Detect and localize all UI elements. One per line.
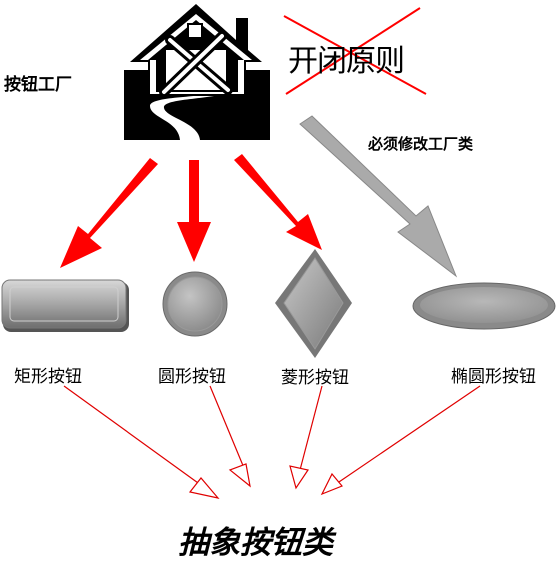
gray-arrow bbox=[299, 115, 458, 278]
red-arrows bbox=[60, 154, 322, 268]
cross-out-icon bbox=[283, 7, 427, 95]
diamond-button-shape bbox=[275, 249, 352, 358]
arrow-to-diamond bbox=[234, 154, 322, 250]
abstract-button-class-label: 抽象按钮类 bbox=[178, 525, 333, 561]
ellipse-button-shape bbox=[412, 282, 556, 330]
must-modify-factory-label: 必须修改工厂类 bbox=[368, 135, 474, 153]
inheritance-arrows bbox=[63, 385, 481, 499]
diamond-button-label: 菱形按钮 bbox=[281, 368, 349, 388]
ellipse-button-label: 椭圆形按钮 bbox=[451, 367, 536, 387]
factory-label: 按钮工厂 bbox=[4, 75, 72, 95]
circle-button-label: 圆形按钮 bbox=[158, 367, 226, 387]
rectangle-button-label: 矩形按钮 bbox=[14, 367, 82, 387]
circle-button-shape bbox=[162, 271, 228, 337]
arrow-to-circle bbox=[177, 160, 211, 262]
rectangle-button-shape bbox=[1, 279, 129, 332]
open-closed-principle-label: 开闭原则 bbox=[288, 44, 405, 79]
arrow-to-rect bbox=[60, 158, 158, 268]
factory-icon bbox=[124, 4, 270, 140]
